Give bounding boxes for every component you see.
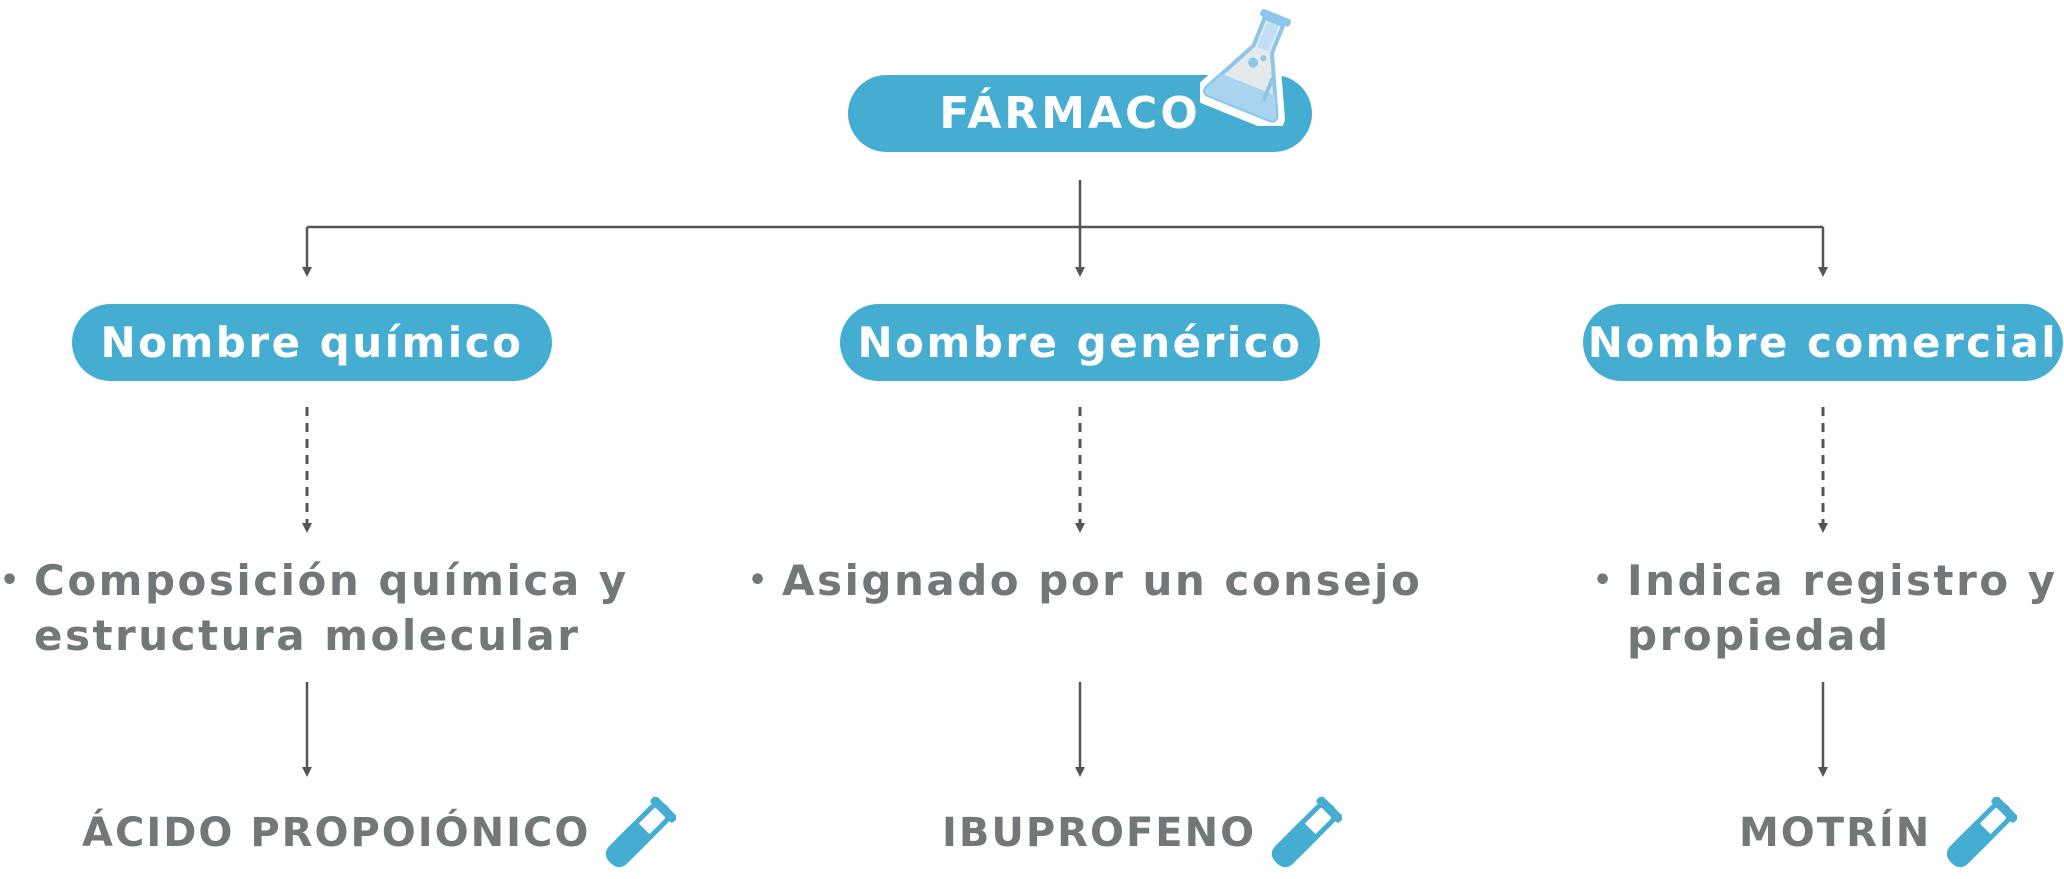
node-nombre-quimico: Nombre químico (72, 304, 552, 381)
bullet-point: • (0, 563, 22, 598)
example-label: ÁCIDO PROPOIÓNICO (82, 810, 591, 856)
flask-icon (1200, 8, 1292, 126)
description-line: propiedad (1627, 611, 1891, 660)
node-label: Nombre genérico (857, 318, 1303, 367)
test-tube-icon (606, 797, 677, 868)
example-label: IBUPROFENO (942, 810, 1257, 856)
node-nombre-comercial: Nombre comercial (1583, 304, 2063, 381)
description-nombre-generico: • Asignado por un consejo (748, 553, 1423, 608)
node-label: Nombre químico (100, 318, 524, 367)
node-label: Nombre comercial (1587, 318, 2059, 367)
root-label: FÁRMACO (939, 88, 1201, 139)
example-motrin: MOTRÍN (1739, 797, 2018, 868)
example-label: MOTRÍN (1739, 810, 1932, 856)
description-line: Asignado por un consejo (782, 556, 1423, 605)
example-acido-propoionico: ÁCIDO PROPOIÓNICO (82, 797, 677, 868)
description-line: Indica registro y (1627, 556, 2058, 605)
description-line: estructura molecular (34, 611, 581, 660)
example-ibuprofeno: IBUPROFENO (942, 797, 1343, 868)
description-nombre-quimico: • Composición química y estructura molec… (0, 553, 629, 663)
test-tube-icon (1271, 797, 1343, 868)
bullet-point: • (748, 563, 770, 598)
description-nombre-comercial: • Indica registro y propiedad (1593, 553, 2058, 663)
description-line: Composición química y (34, 556, 629, 605)
node-nombre-generico: Nombre genérico (840, 304, 1320, 381)
bullet-point: • (1593, 563, 1615, 598)
test-tube-icon (1947, 797, 2018, 868)
